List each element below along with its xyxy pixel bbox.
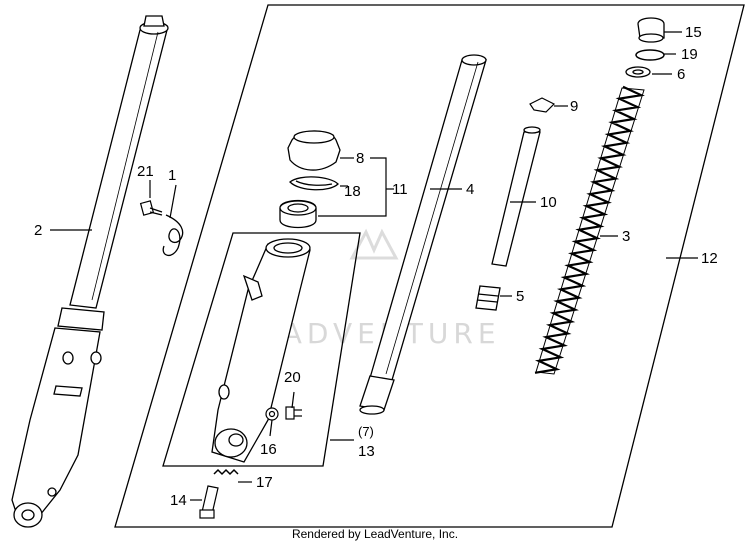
callout-5: 5: [516, 288, 524, 305]
drain-bolt-20: [285, 406, 302, 420]
clip-1: [162, 214, 184, 256]
callout-19: 19: [681, 46, 698, 63]
washer-16: [265, 407, 279, 421]
callout-17: 17: [256, 474, 273, 491]
callout-2: 2: [34, 222, 42, 239]
o-ring-19: [635, 49, 665, 61]
fork-leg-complete: [11, 15, 169, 528]
callout-8: 8: [356, 150, 364, 167]
callout-15: 15: [685, 24, 702, 41]
callout-9: 9: [570, 98, 578, 115]
callout-20: 20: [284, 369, 301, 386]
oil-seal: [279, 199, 317, 229]
callout-6: 6: [677, 66, 685, 83]
callout-13: 13: [358, 443, 375, 460]
fork-tube-4: [359, 54, 487, 415]
spacer-6: [625, 66, 651, 78]
bolt-21: [139, 200, 163, 216]
socket-bolt-14: [199, 485, 219, 519]
rebound-spring-5: [475, 285, 501, 311]
callout-10: 10: [540, 194, 557, 211]
callout-3: 3: [622, 228, 630, 245]
spring-17: [213, 468, 239, 476]
callout-21: 21: [137, 163, 154, 180]
assembly-boundary-outer: [114, 4, 745, 528]
fork-slider-7: [211, 238, 311, 463]
callout-7: (7): [358, 424, 374, 439]
cap-bolt-15: [637, 17, 665, 43]
callout-1: 1: [168, 167, 176, 184]
damper-rod-10: [491, 126, 541, 267]
ring-9: [529, 97, 556, 113]
callout-18: 18: [344, 183, 361, 200]
clip-ring-18: [289, 176, 339, 191]
footer-credit: Rendered by LeadVenture, Inc.: [291, 527, 459, 541]
callout-labels: 2 1 21 8 18 11 4 9 10 5 3 12 15 19 6 20 …: [34, 24, 718, 509]
leader-lines: [50, 31, 698, 501]
callout-12: 12: [701, 250, 718, 267]
callout-11: 11: [392, 181, 408, 198]
callout-14: 14: [170, 492, 187, 509]
fork-spring-3: [534, 85, 645, 375]
dust-seal-8: [287, 130, 341, 171]
assembly-boundary-inner: [162, 232, 361, 467]
callout-16: 16: [260, 441, 277, 458]
callout-4: 4: [466, 181, 474, 198]
